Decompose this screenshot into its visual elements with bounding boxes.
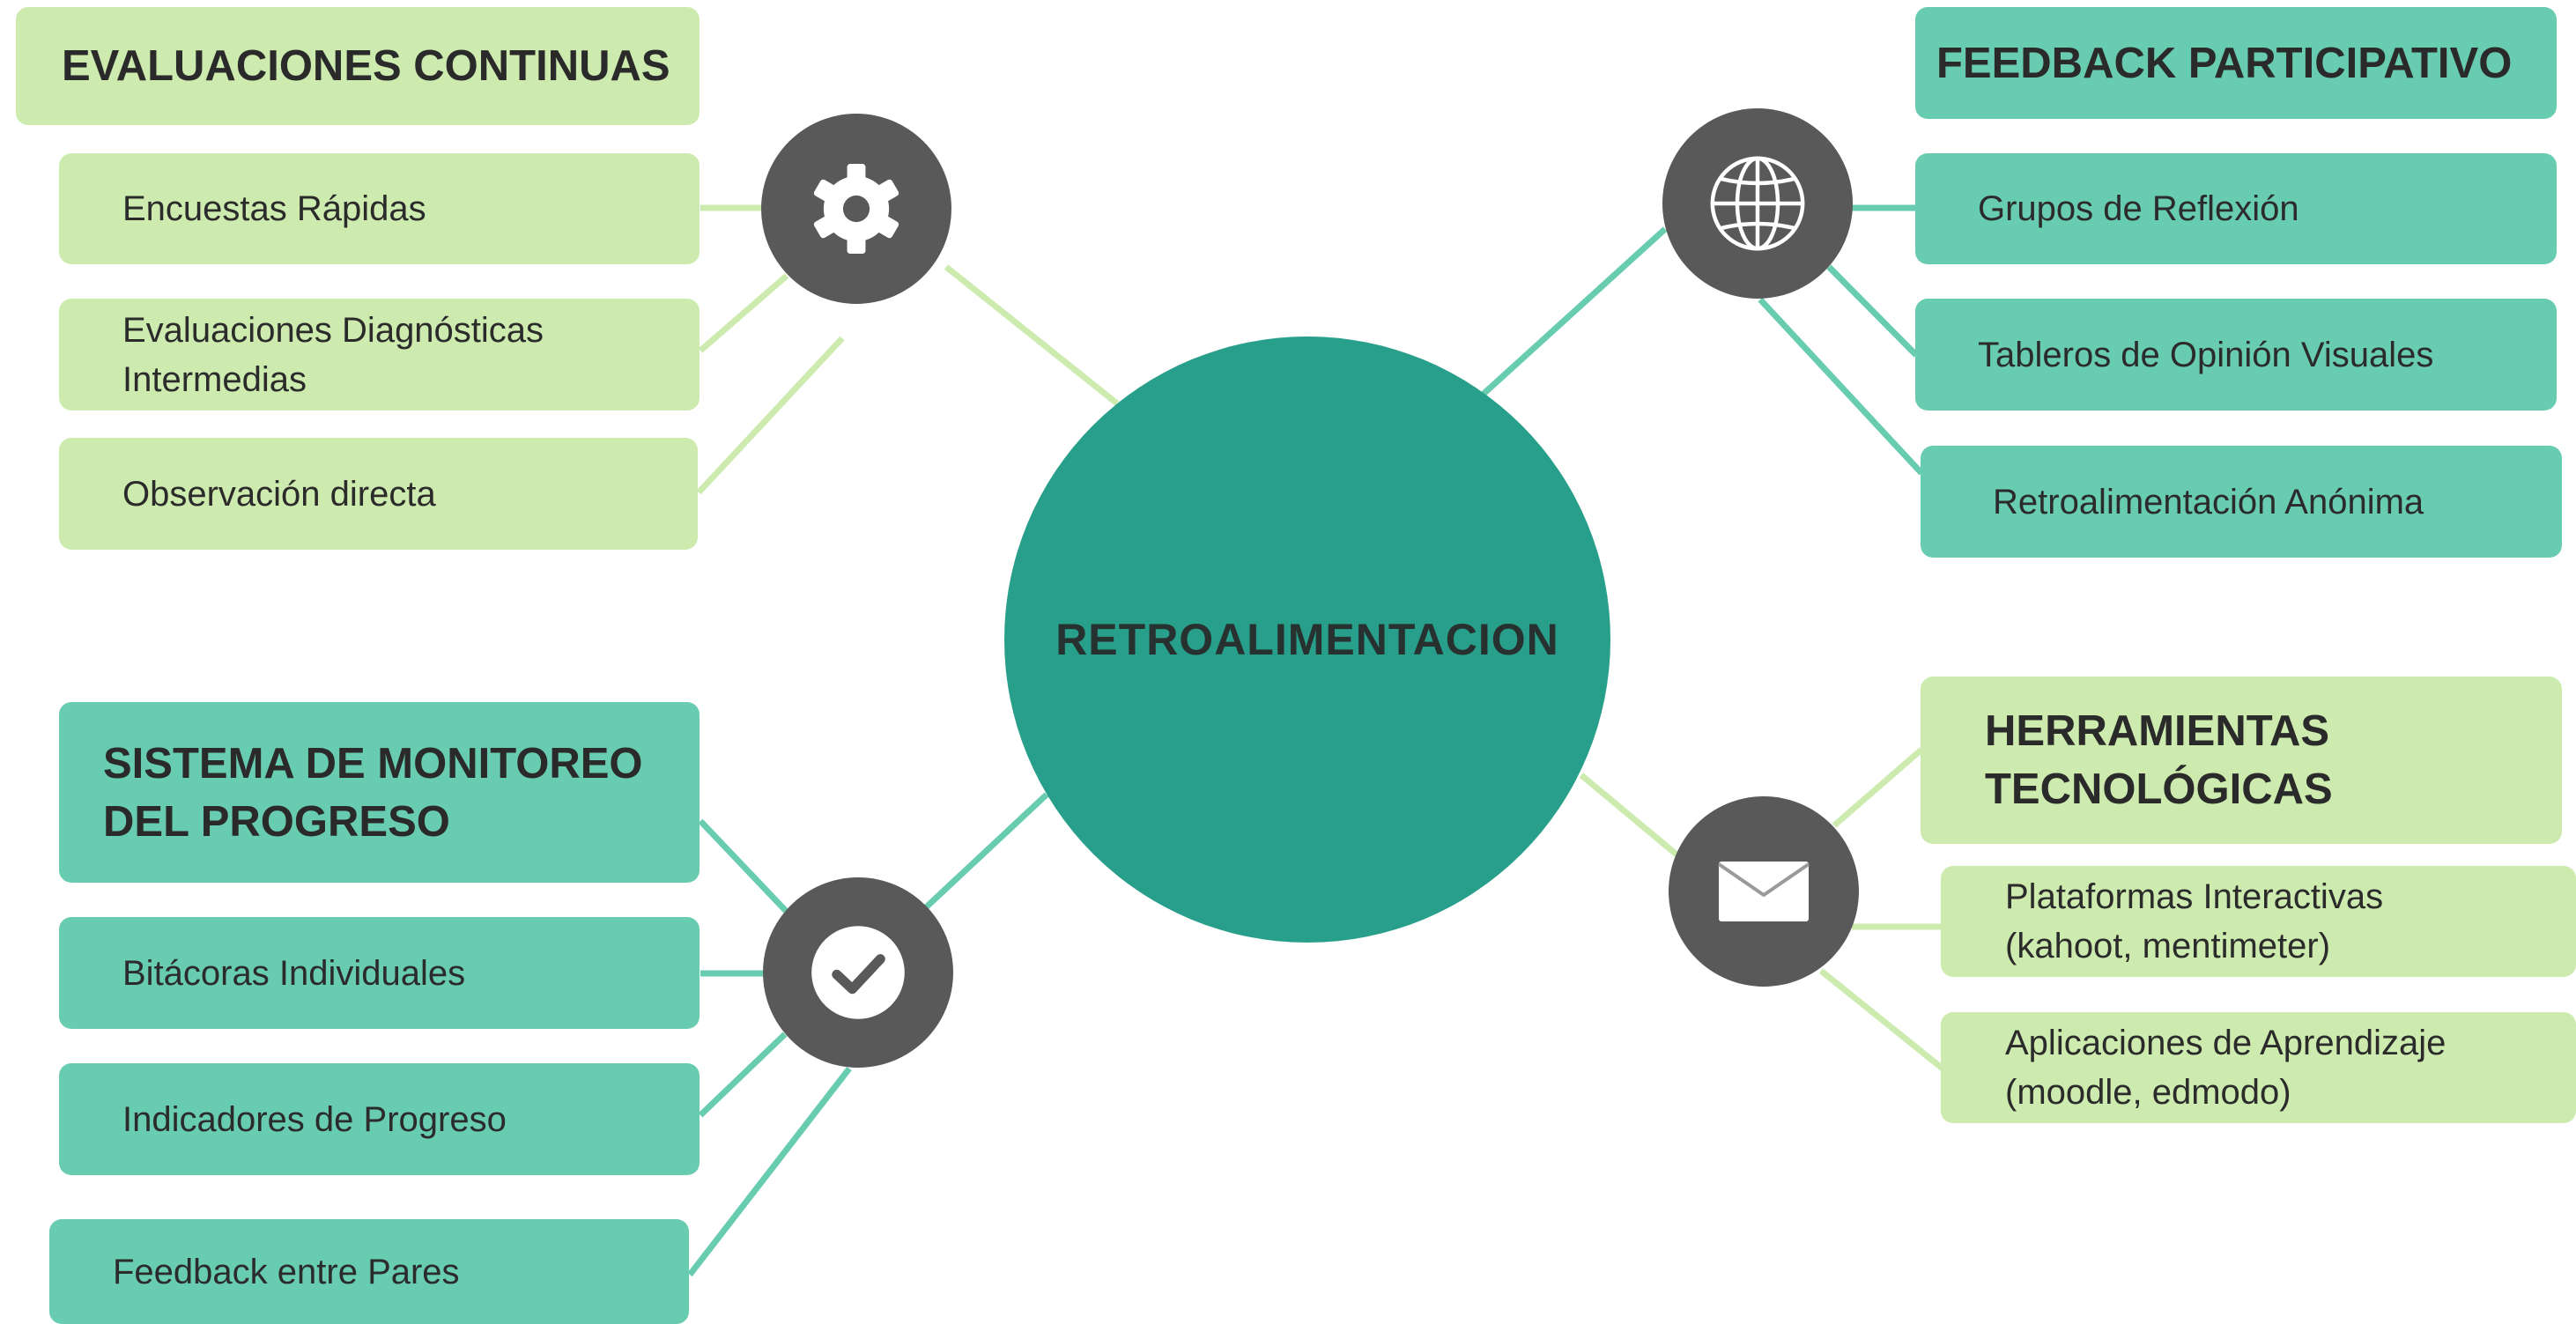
gear-icon-node <box>761 114 951 304</box>
herramientas-title: HERRAMIENTAS TECNOLÓGICAS <box>1985 707 2333 813</box>
connector-line <box>1818 968 1945 1071</box>
connector-line <box>922 792 1049 911</box>
gear-icon <box>813 163 899 255</box>
list-item: Tableros de Opinión Visuales <box>1915 299 2557 411</box>
globe-icon <box>1710 156 1805 251</box>
connector-line <box>1832 747 1924 828</box>
connector-line <box>696 336 845 495</box>
list-item: Retroalimentación Anónima <box>1921 446 2562 558</box>
connector-line <box>944 264 1120 406</box>
evaluaciones-header: EVALUACIONES CONTINUAS <box>16 7 700 125</box>
evaluaciones-title: EVALUACIONES CONTINUAS <box>62 42 670 90</box>
envelope-icon-node <box>1669 796 1859 987</box>
list-item: Encuestas Rápidas <box>59 153 700 264</box>
list-item: Aplicaciones de Aprendizaje (moodle, edm… <box>1941 1012 2576 1123</box>
feedback-header: FEEDBACK PARTICIPATIVO <box>1915 7 2557 119</box>
check-icon-node <box>763 877 953 1068</box>
connector-line <box>687 1066 852 1277</box>
central-title: RETROALIMENTACION <box>1055 615 1559 664</box>
feedback-title: FEEDBACK PARTICIPATIVO <box>1936 39 2513 87</box>
list-item: Indicadores de Progreso <box>59 1063 700 1175</box>
globe-icon-node <box>1662 108 1853 299</box>
connector-line <box>1826 264 1919 358</box>
list-item: Observación directa <box>59 438 698 550</box>
monitoreo-header: SISTEMA DE MONITOREO DEL PROGRESO <box>59 702 700 883</box>
connector-line <box>1481 226 1668 396</box>
list-item: Plataformas Interactivas (kahoot, mentim… <box>1941 866 2576 977</box>
connector-line <box>698 1032 788 1118</box>
monitoreo-title: SISTEMA DE MONITOREO DEL PROGRESO <box>103 739 643 846</box>
list-item: Grupos de Reflexión <box>1915 153 2557 264</box>
herramientas-header: HERRAMIENTAS TECNOLÓGICAS <box>1921 677 2562 844</box>
central-node: RETROALIMENTACION <box>1004 337 1610 943</box>
list-item: Evaluaciones Diagnósticas Intermedias <box>59 299 700 411</box>
list-item: Bitácoras Individuales <box>59 917 700 1029</box>
envelope-icon <box>1717 862 1810 921</box>
check-icon <box>811 926 905 1019</box>
list-item: Feedback entre Pares <box>49 1219 689 1324</box>
connector-line <box>698 273 789 353</box>
connector-line <box>1758 297 1924 476</box>
connector-line <box>1579 773 1679 857</box>
connector-line <box>698 818 788 913</box>
